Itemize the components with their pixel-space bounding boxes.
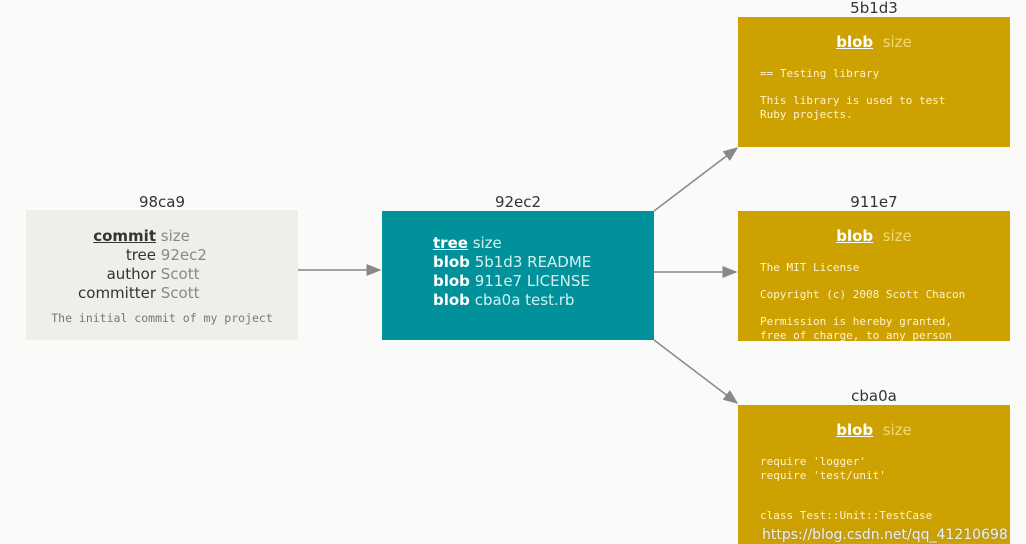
commit-message: The initial commit of my project bbox=[51, 311, 273, 325]
arrow-tree-test bbox=[653, 339, 739, 404]
blob-key: blob bbox=[836, 421, 874, 439]
author-key: author bbox=[106, 265, 156, 283]
commit-size: size bbox=[160, 227, 190, 245]
blob-key: blob bbox=[836, 33, 874, 51]
blob-size: size bbox=[882, 421, 912, 439]
blob-content: require 'logger' require 'test/unit' cla… bbox=[760, 455, 933, 522]
entry-value: 5b1d3 README bbox=[474, 253, 592, 271]
commit-fields: commit size tree 92ec2 author Scott comm… bbox=[26, 227, 207, 303]
tree-object: tree size blob 5b1d3 README blob 911e7 L… bbox=[382, 211, 654, 340]
tree-key: tree bbox=[125, 246, 156, 264]
blob-key: blob bbox=[836, 227, 874, 245]
entry-type: blob bbox=[433, 272, 470, 290]
blob-object-license: blob size The MIT License Copyright (c) … bbox=[738, 211, 1010, 341]
blob-header: blob size bbox=[738, 421, 1010, 439]
tree-key: tree bbox=[433, 234, 468, 252]
blob-header: blob size bbox=[738, 227, 1010, 245]
tree-value: 92ec2 bbox=[160, 246, 207, 264]
tree-entries: tree size blob 5b1d3 README blob 911e7 L… bbox=[433, 234, 591, 310]
blob-size: size bbox=[882, 227, 912, 245]
blob-content: The MIT License Copyright (c) 2008 Scott… bbox=[760, 261, 966, 341]
blob-id: cba0a bbox=[851, 387, 897, 405]
tree-entry: blob 5b1d3 README bbox=[433, 253, 591, 272]
tree-entry: blob cba0a test.rb bbox=[433, 291, 591, 310]
entry-value: cba0a test.rb bbox=[474, 291, 575, 309]
watermark: https://blog.csdn.net/qq_41210698 bbox=[762, 527, 1008, 543]
blob-object-test: blob size require 'logger' require 'test… bbox=[738, 405, 1010, 544]
blob-id: 5b1d3 bbox=[850, 0, 898, 17]
tree-id: 92ec2 bbox=[494, 193, 542, 211]
commit-object: commit size tree 92ec2 author Scott comm… bbox=[26, 210, 298, 340]
commit-key: commit bbox=[93, 227, 156, 245]
commit-id: 98ca9 bbox=[138, 193, 186, 211]
entry-type: blob bbox=[433, 291, 470, 309]
entry-value: 911e7 LICENSE bbox=[474, 272, 590, 290]
tree-entry: blob 911e7 LICENSE bbox=[433, 272, 591, 291]
blob-id: 911e7 bbox=[850, 193, 898, 211]
blob-size: size bbox=[882, 33, 912, 51]
arrow-tree-readme bbox=[653, 147, 739, 212]
committer-key: committer bbox=[78, 284, 156, 302]
blob-content: == Testing library This library is used … bbox=[760, 67, 946, 121]
blob-object-readme: blob size == Testing library This librar… bbox=[738, 17, 1010, 147]
committer-value: Scott bbox=[160, 284, 200, 302]
author-value: Scott bbox=[160, 265, 200, 283]
entry-type: blob bbox=[433, 253, 470, 271]
tree-size: size bbox=[472, 234, 502, 252]
blob-header: blob size bbox=[738, 33, 1010, 51]
